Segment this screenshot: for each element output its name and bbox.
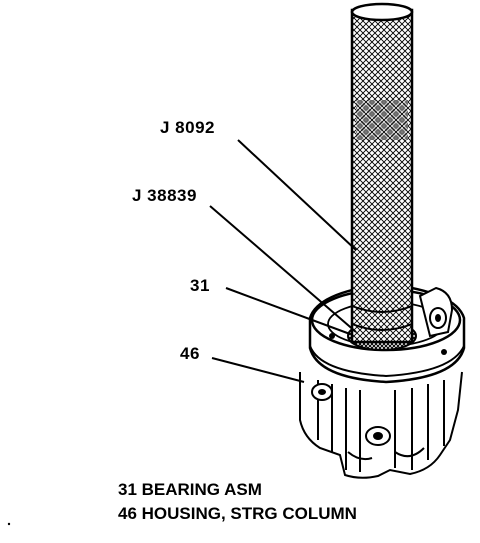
leader-j38839 xyxy=(209,205,357,333)
callout-j8092: J 8092 xyxy=(160,118,215,137)
callout-31: 31 xyxy=(190,276,210,295)
callout-j38839: J 38839 xyxy=(132,186,197,205)
leader-lines xyxy=(209,139,357,383)
legend-line-housing: 46 HOUSING, STRG COLUMN xyxy=(118,504,357,523)
puller-tool xyxy=(350,2,414,344)
legend: 31 BEARING ASM 46 HOUSING, STRG COLUMN xyxy=(118,478,357,526)
leader-j8092 xyxy=(237,139,357,251)
steering-column-housing xyxy=(299,371,463,479)
legend-line-bearing: 31 BEARING ASM xyxy=(118,480,262,499)
leader-46 xyxy=(211,357,305,383)
stray-mark xyxy=(7,522,11,526)
leader-31 xyxy=(225,287,351,335)
callout-46: 46 xyxy=(180,344,200,363)
